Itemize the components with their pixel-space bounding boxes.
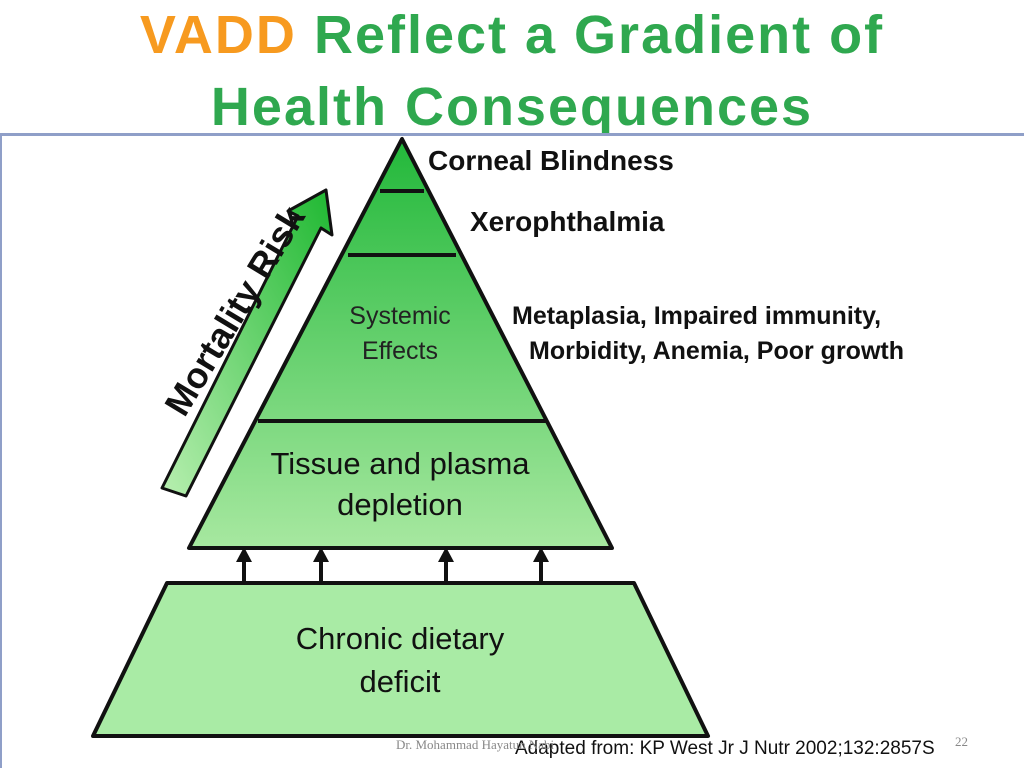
title-divider bbox=[0, 133, 1024, 136]
slide-number: 22 bbox=[955, 734, 968, 749]
citation-text: Adapted from: KP West Jr J Nutr 2002;132… bbox=[515, 738, 935, 759]
systemic-effects-detail-line2: Morbidity, Anemia, Poor growth bbox=[529, 337, 904, 365]
connector-arrows bbox=[236, 547, 549, 582]
title-rest: Reflect a Gradient of bbox=[313, 5, 885, 65]
base-dietary-deficit-line2: deficit bbox=[359, 664, 441, 699]
tier-systemic-label-line1: Systemic bbox=[349, 302, 451, 330]
tier-tissue-depletion-line1: Tissue and plasma bbox=[270, 446, 530, 481]
tier-corneal-blindness-label: Corneal Blindness bbox=[428, 145, 674, 176]
mortality-risk-arrow bbox=[160, 188, 334, 498]
slide-title-line2: Health Consequences bbox=[210, 77, 814, 137]
tier-tissue-depletion-line2: depletion bbox=[337, 487, 463, 522]
left-border bbox=[0, 133, 2, 768]
author-footer: Dr. Mohammad Hayatun Nabi bbox=[396, 737, 555, 752]
base-dietary-deficit-line1: Chronic dietary bbox=[295, 621, 505, 656]
base-trapezoid bbox=[91, 581, 710, 738]
tier-xerophthalmia-label: Xerophthalmia bbox=[470, 206, 665, 237]
systemic-effects-detail-line1: Metaplasia, Impaired immunity, bbox=[512, 302, 882, 330]
title-highlight: VADD bbox=[139, 5, 297, 65]
pyramid-triangle bbox=[187, 137, 614, 550]
slide-title-line1: VADD Reflect a Gradient of bbox=[0, 8, 1024, 62]
tier-systemic-label-line2: Effects bbox=[362, 337, 438, 365]
